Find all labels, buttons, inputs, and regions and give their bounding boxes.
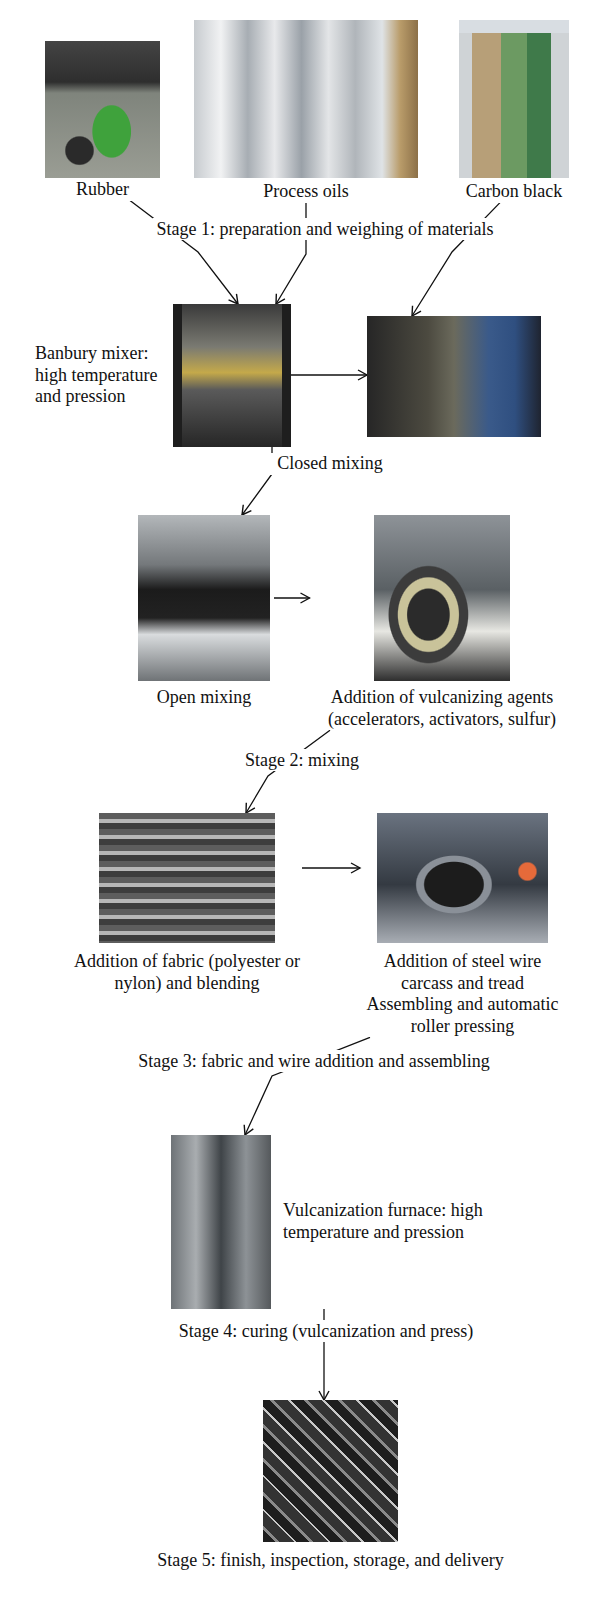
caption-group: Open mixing xyxy=(134,687,274,709)
caption-text: Process oils xyxy=(194,181,418,203)
stage-label: Stage 4: curing (vulcanization and press… xyxy=(175,1320,477,1342)
caption-group: Rubber xyxy=(43,179,163,201)
caption-text: Addition of vulcanizing agents (accelera… xyxy=(310,687,575,730)
flow-arrow xyxy=(246,730,330,813)
flow-arrow xyxy=(302,867,360,868)
caption-text: Banbury mixer: high temperature and pres… xyxy=(35,343,167,408)
photo xyxy=(171,1135,271,1309)
photo-panel: Vulcanization furnace: high temperature … xyxy=(171,1135,513,1309)
caption-text: Open mixing xyxy=(134,687,274,709)
stage-label: Stage 2: mixing xyxy=(241,749,363,771)
photo-panel: Rubber xyxy=(43,41,163,201)
photo xyxy=(374,515,510,681)
photo xyxy=(377,813,548,943)
photo xyxy=(263,1400,398,1542)
flow-arrow xyxy=(274,597,310,598)
photo-panel: Open mixing xyxy=(134,515,274,709)
caption-group: Closed mixing xyxy=(243,453,417,475)
caption-text: Closed mixing xyxy=(243,453,417,475)
photo-panel: Stage 5: finish, inspection, storage, an… xyxy=(116,1400,546,1572)
caption-text: Assembling and automatic roller pressing xyxy=(360,994,565,1037)
photo-panel: Addition of steel wire carcass and tread… xyxy=(360,813,565,1037)
caption-text: Carbon black xyxy=(454,181,574,203)
photo xyxy=(194,20,418,178)
photo-panel: Carbon black xyxy=(454,20,574,203)
caption-text: Vulcanization furnace: high temperature … xyxy=(283,1200,513,1243)
flow-arrow xyxy=(130,201,238,304)
caption-text: Rubber xyxy=(43,179,163,201)
photo-panel: Closed mixing xyxy=(367,316,541,475)
photo xyxy=(173,304,291,447)
caption-group: Process oils xyxy=(194,181,418,203)
photo-panel: Addition of fabric (polyester or nylon) … xyxy=(72,813,302,994)
photo xyxy=(45,41,160,178)
caption-group: Vulcanization furnace: high temperature … xyxy=(283,1200,513,1243)
caption-group: Addition of fabric (polyester or nylon) … xyxy=(72,951,302,994)
photo-panel: Banbury mixer: high temperature and pres… xyxy=(35,304,291,447)
stage-label: Stage 1: preparation and weighing of mat… xyxy=(153,218,498,240)
caption-group: Addition of vulcanizing agents (accelera… xyxy=(310,687,575,730)
caption-text: Addition of steel wire carcass and tread xyxy=(360,951,565,994)
caption-group: Carbon black xyxy=(454,181,574,203)
photo xyxy=(459,20,569,178)
caption-group: Banbury mixer: high temperature and pres… xyxy=(35,343,167,408)
photo-panel: Process oils xyxy=(194,20,418,203)
photo xyxy=(367,316,541,437)
caption-group: Stage 5: finish, inspection, storage, an… xyxy=(116,1550,546,1572)
flow-arrow xyxy=(291,374,367,375)
stage-label: Stage 3: fabric and wire addition and as… xyxy=(134,1050,493,1072)
photo-panel: Addition of vulcanizing agents (accelera… xyxy=(310,515,575,730)
photo xyxy=(99,813,275,943)
caption-text: Stage 5: finish, inspection, storage, an… xyxy=(116,1550,546,1572)
caption-group: Addition of steel wire carcass and tread… xyxy=(360,951,565,1037)
photo xyxy=(138,515,270,681)
caption-text: Addition of fabric (polyester or nylon) … xyxy=(72,951,302,994)
